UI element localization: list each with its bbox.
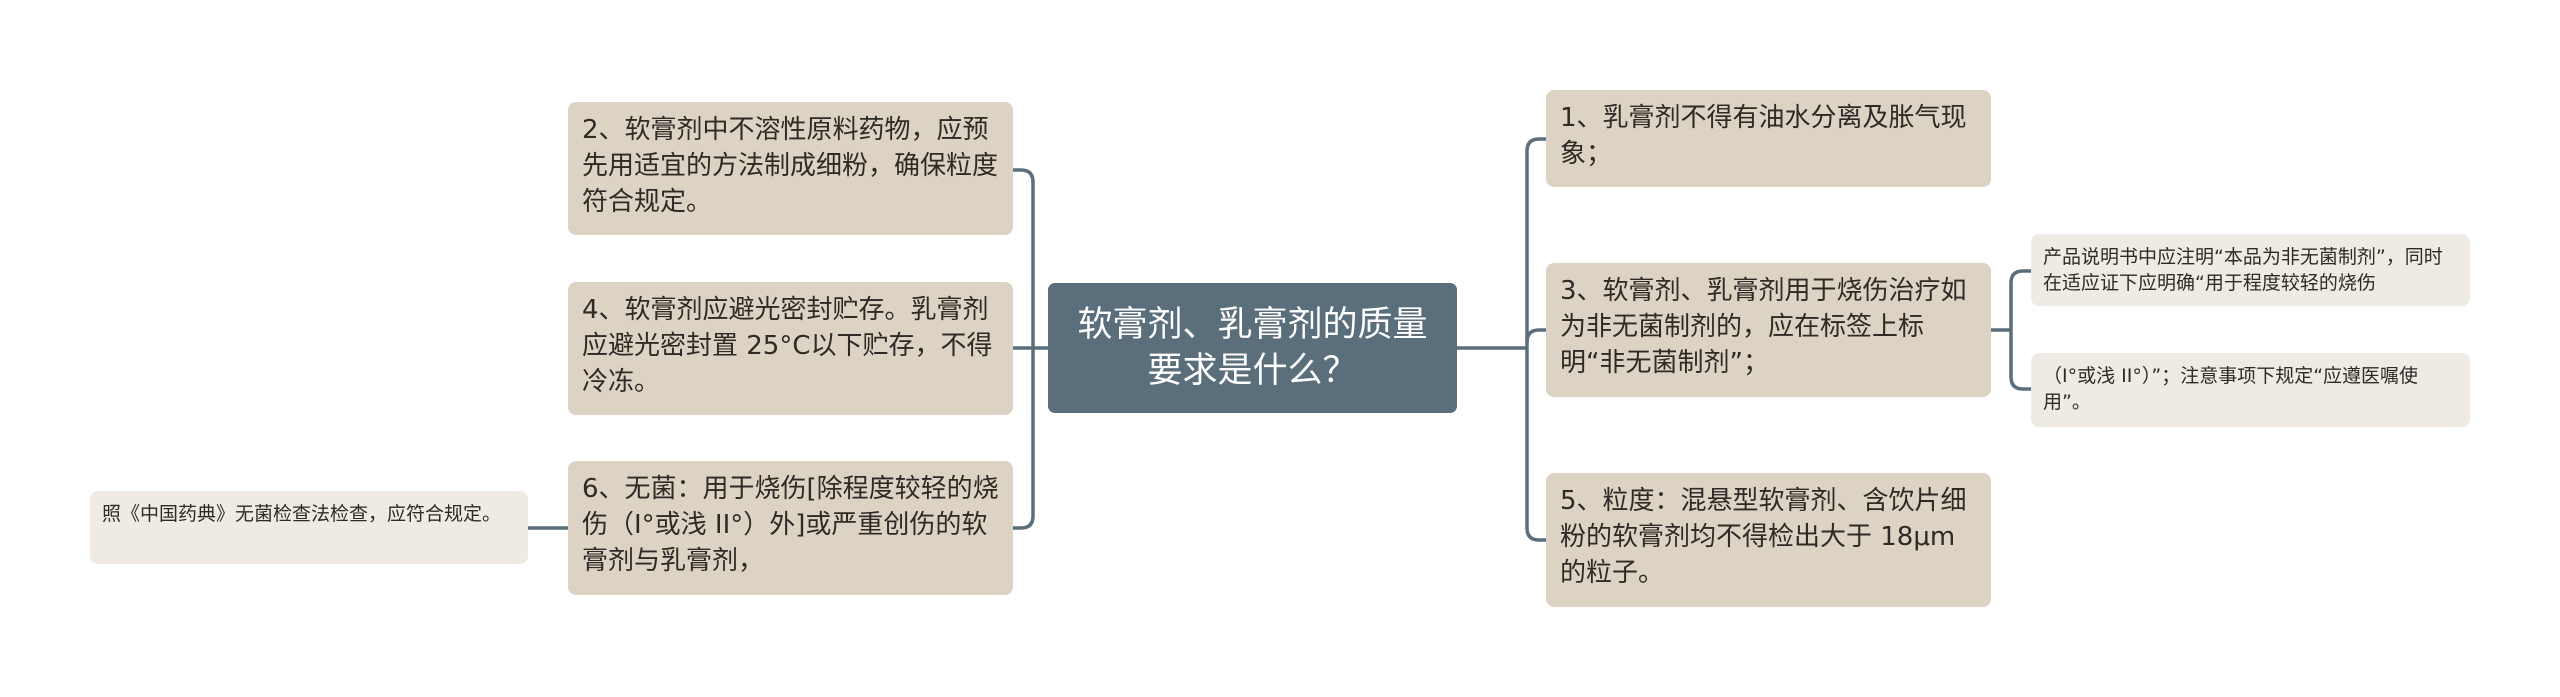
topic-1-cream-separation[interactable]: 1、乳膏剂不得有油水分离及胀气现象； (1546, 90, 1991, 187)
root-topic[interactable]: 软膏剂、乳膏剂的质量要求是什么？ (1048, 283, 1457, 413)
subtopic-precautions-note[interactable]: （I°或浅 II°）”；注意事项下规定“应遵医嘱使用”。 (2031, 353, 2470, 427)
subtopic-sterility-test[interactable]: 照《中国药典》无菌检查法检查，应符合规定。 (90, 491, 528, 564)
topic-2-insoluble-drugs[interactable]: 2、软膏剂中不溶性原料药物，应预先用适宜的方法制成细粉，确保粒度符合规定。 (568, 102, 1013, 235)
subtopic-label: 照《中国药典》无菌检查法检查，应符合规定。 (102, 503, 502, 525)
topic-4-storage[interactable]: 4、软膏剂应避光密封贮存。乳膏剂应避光密封置 25°C以下贮存，不得冷冻。 (568, 282, 1013, 415)
root-topic-label: 软膏剂、乳膏剂的质量要求是什么？ (1077, 305, 1428, 391)
topic-6-sterility[interactable]: 6、无菌：用于烧伤[除程度较轻的烧伤（I°或浅 II°）外]或严重创伤的软膏剂与… (568, 461, 1013, 595)
topic-label: 4、软膏剂应避光密封贮存。乳膏剂应避光密封置 25°C以下贮存，不得冷冻。 (582, 295, 993, 397)
topic-label: 3、软膏剂、乳膏剂用于烧伤治疗如为非无菌制剂的，应在标签上标明“非无菌制剂”； (1560, 276, 1967, 378)
topic-5-particle-size[interactable]: 5、粒度：混悬型软膏剂、含饮片细粉的软膏剂均不得检出大于 18μm 的粒子。 (1546, 473, 1991, 607)
topic-label: 1、乳膏剂不得有油水分离及胀气现象； (1560, 103, 1967, 169)
topic-label: 6、无菌：用于烧伤[除程度较轻的烧伤（I°或浅 II°）外]或严重创伤的软膏剂与… (582, 474, 999, 576)
topic-3-burn-labeling[interactable]: 3、软膏剂、乳膏剂用于烧伤治疗如为非无菌制剂的，应在标签上标明“非无菌制剂”； (1546, 263, 1991, 397)
topic-label: 5、粒度：混悬型软膏剂、含饮片细粉的软膏剂均不得检出大于 18μm 的粒子。 (1560, 486, 1967, 588)
topic-label: 2、软膏剂中不溶性原料药物，应预先用适宜的方法制成细粉，确保粒度符合规定。 (582, 115, 999, 217)
subtopic-instructions-note[interactable]: 产品说明书中应注明“本品为非无菌制剂”，同时在适应证下应明确“用于程度较轻的烧伤 (2031, 234, 2470, 306)
subtopic-label: （I°或浅 II°）”；注意事项下规定“应遵医嘱使用”。 (2043, 365, 2419, 413)
subtopic-label: 产品说明书中应注明“本品为非无菌制剂”，同时在适应证下应明确“用于程度较轻的烧伤 (2043, 246, 2443, 294)
